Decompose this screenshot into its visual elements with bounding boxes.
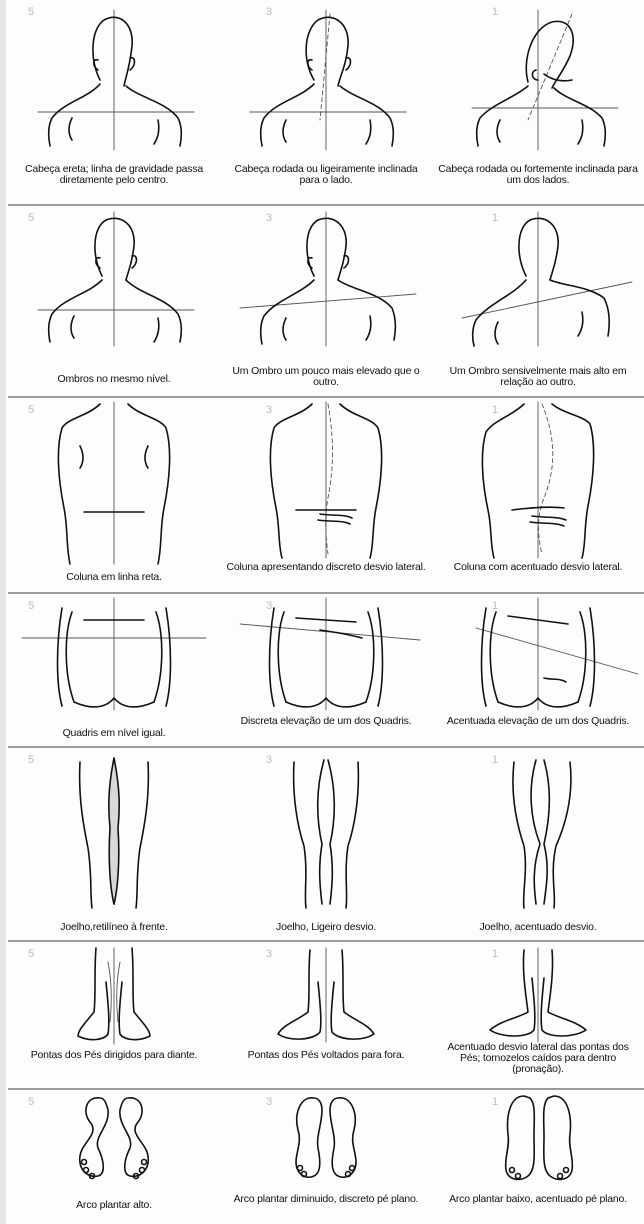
cell-spine-5: 5 Coluna em linha reta. [8, 398, 220, 590]
caption: Cabeça ereta; linha de gravidade passa d… [12, 164, 216, 186]
knees-marked-deviation-figure [432, 748, 644, 938]
row-arch: 5 Arco plantar alto. 3 Arco plantar dimi… [8, 1090, 644, 1224]
cell-spine-3: 3 Coluna apresentando discreto desvio la… [220, 398, 432, 590]
cell-arch-3: 3 Arco plantar diminuido, discreto pé pl… [220, 1090, 432, 1224]
caption: Cabeça rodada ou ligeiramente inclinada … [224, 164, 428, 186]
row-feet: 5 Pontas dos Pés dirigidos para diante. … [8, 942, 644, 1086]
hips-level-figure [8, 594, 220, 744]
caption: Arco plantar diminuido, discreto pé plan… [224, 1194, 428, 1205]
shoulders-level-figure [8, 206, 220, 394]
cell-spine-1: 1 Coluna com acentuado desvio lateral. [432, 398, 644, 590]
caption: Um Ombro um pouco mais elevado que o out… [224, 366, 428, 388]
caption: Joelho, Ligeiro desvio. [224, 922, 428, 933]
cell-head-1: 1 Cabeça rodada ou fortemente inclinada … [432, 0, 644, 202]
cell-hips-1: 1 Acentuada elevação de um dos Quadris. [432, 594, 644, 744]
cell-knees-5: 5 Joelho,retilíneo à frente. [8, 748, 220, 938]
cell-shoulders-5: 5 Ombros no mesmo nível. [8, 206, 220, 394]
cell-arch-1: 1 Arco plantar baixo, acentuado pé plano… [432, 1090, 644, 1224]
caption: Pontas dos Pés dirigidos para diante. [12, 1050, 216, 1061]
cell-head-3: 3 Cabeça rodada ou ligeiramente inclinad… [220, 0, 432, 202]
caption: Joelho, acentuado desvio. [436, 922, 640, 933]
caption: Acentuada elevação de um dos Quadris. [436, 716, 640, 727]
caption: Quadris em nível igual. [12, 728, 216, 739]
knees-slight-deviation-figure [220, 748, 432, 938]
feet-turned-out-figure [220, 942, 432, 1086]
caption: Um Ombro sensivelmente mais alto em rela… [436, 366, 640, 388]
row-head: 5 Cabeça ereta; linha de gravidade passa… [8, 0, 644, 202]
feet-straight-figure [8, 942, 220, 1086]
row-spine: 5 Coluna em linha reta. 3 C [8, 398, 644, 590]
cell-head-5: 5 Cabeça ereta; linha de gravidade passa… [8, 0, 220, 202]
cell-feet-5: 5 Pontas dos Pés dirigidos para diante. [8, 942, 220, 1086]
cell-knees-3: 3 Joelho, Ligeiro desvio. [220, 748, 432, 938]
caption: Pontas dos Pés voltados para fora. [224, 1050, 428, 1061]
caption: Coluna apresentando discreto desvio late… [224, 562, 428, 573]
spine-straight-figure [8, 398, 220, 590]
caption: Arco plantar baixo, acentuado pé plano. [436, 1194, 640, 1205]
cell-hips-5: 5 Quadris em nível igual. [8, 594, 220, 744]
caption: Coluna com acentuado desvio lateral. [436, 562, 640, 573]
cell-shoulders-1: 1 Um Ombro sensivelmente mais alto em re… [432, 206, 644, 394]
caption: Coluna em linha reta. [12, 572, 216, 583]
cell-arch-5: 5 Arco plantar alto. [8, 1090, 220, 1224]
row-shoulders: 5 Ombros no mesmo nível. 3 [8, 206, 644, 394]
page-edge [0, 0, 6, 1224]
row-knees: 5 Joelho,retilíneo à frente. 3 Joelho, L… [8, 748, 644, 938]
knees-straight-figure [8, 748, 220, 938]
cell-shoulders-3: 3 Um Ombro um pouco mais elevado que o o… [220, 206, 432, 394]
caption: Discreta elevação de um dos Quadris. [224, 716, 428, 727]
caption: Arco plantar alto. [12, 1200, 216, 1211]
cell-feet-1: 1 Acentuado desvio lateral das pontas do… [432, 942, 644, 1086]
cell-feet-3: 3 Pontas dos Pés voltados para fora. [220, 942, 432, 1086]
cell-knees-1: 1 Joelho, acentuado desvio. [432, 748, 644, 938]
caption: Acentuado desvio lateral das pontas dos … [436, 1042, 640, 1075]
cell-hips-3: 3 Discreta elevação de um dos Quadris. [220, 594, 432, 744]
caption: Cabeça rodada ou fortemente inclinada pa… [436, 164, 640, 186]
caption: Ombros no mesmo nível. [12, 374, 216, 385]
row-hips: 5 Quadris em nível igual. 3 [8, 594, 644, 744]
caption: Joelho,retilíneo à frente. [12, 922, 216, 933]
